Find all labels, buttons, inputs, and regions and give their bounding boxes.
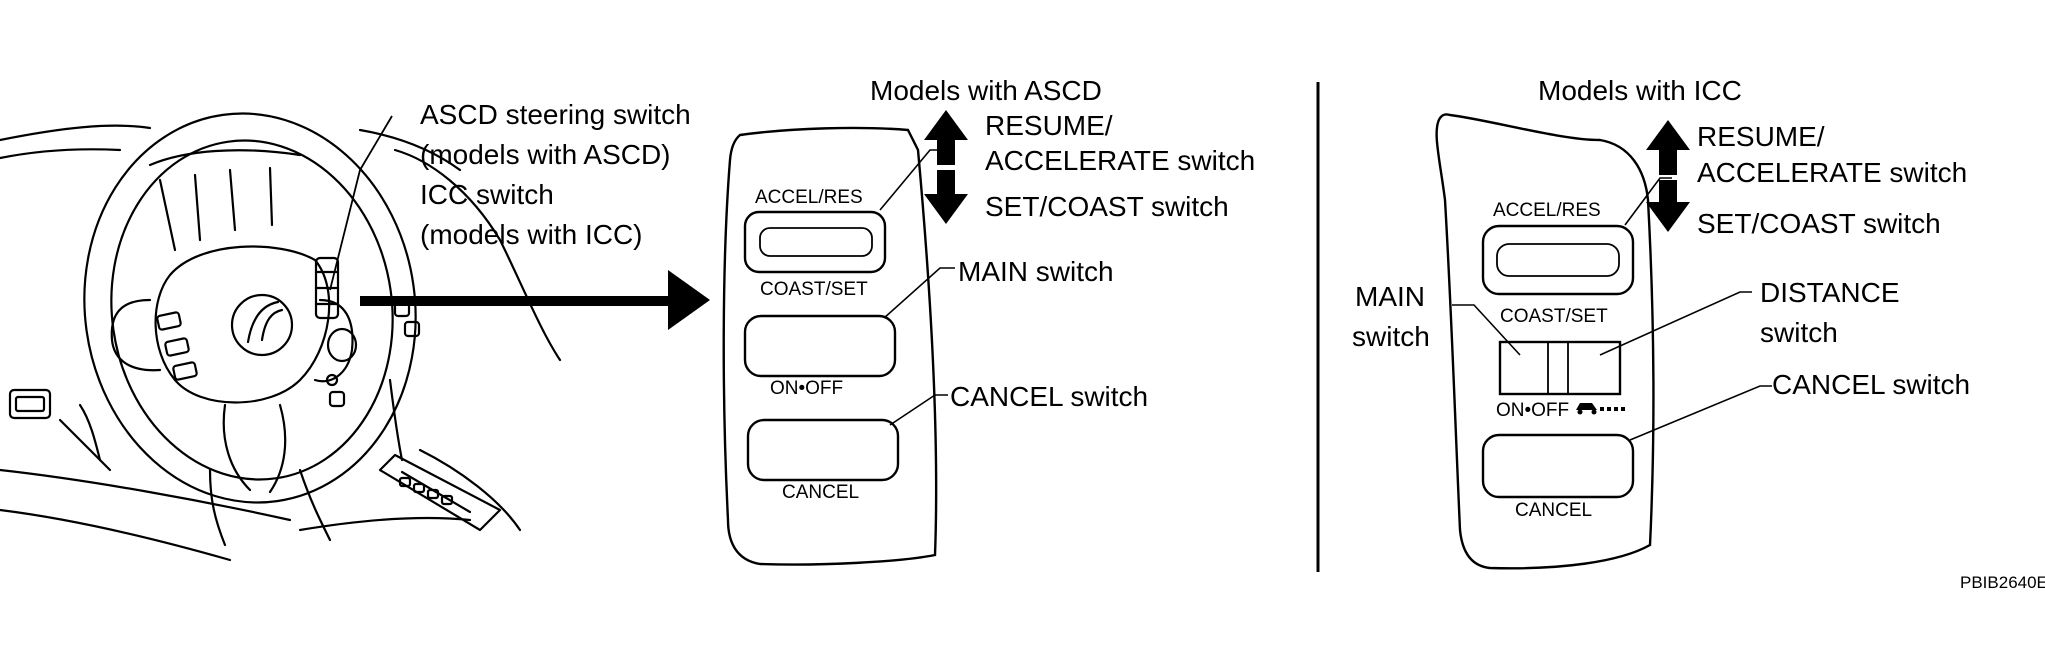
steering-callout-line-3: ICC switch bbox=[420, 179, 554, 210]
ascd-button-label-coast-set: COAST/SET bbox=[760, 279, 868, 300]
icc-button-label-coast-set: COAST/SET bbox=[1500, 306, 1608, 327]
icc-title: Models with ICC bbox=[1538, 75, 1742, 106]
icc-switch-housing bbox=[1435, 113, 1655, 570]
icc-main-line-2: switch bbox=[1352, 321, 1430, 352]
icc-button-label-accel-res: ACCEL/RES bbox=[1493, 200, 1601, 221]
icc-distance-line-2: switch bbox=[1760, 317, 1838, 348]
steering-callout: ASCD steering switch (models with ASCD) … bbox=[329, 99, 691, 291]
zoom-arrow bbox=[360, 270, 710, 330]
icc-button-label-on-off: ON•OFF bbox=[1496, 400, 1569, 421]
icc-resume-line-2: ACCELERATE switch bbox=[1697, 157, 1967, 188]
ascd-accel-res-button bbox=[743, 210, 887, 274]
icc-button-label-cancel: CANCEL bbox=[1515, 500, 1592, 521]
icc-down-arrow bbox=[1646, 180, 1690, 232]
figure-code: PBIB2640E bbox=[1960, 573, 2045, 592]
distance-car-icon bbox=[1576, 403, 1625, 415]
icc-accel-res-button bbox=[1481, 224, 1635, 296]
steering-callout-line-1: ASCD steering switch bbox=[420, 99, 691, 130]
ascd-main-label: MAIN switch bbox=[958, 256, 1114, 287]
ascd-panel: Models with ASCD ACCEL/RES COAST/SET ON•… bbox=[722, 75, 1255, 566]
icc-main-distance-switch bbox=[1498, 340, 1622, 396]
ascd-down-arrow bbox=[924, 170, 968, 224]
steering-callout-line-4: (models with ICC) bbox=[420, 219, 642, 250]
ascd-button-label-cancel: CANCEL bbox=[782, 482, 859, 503]
icc-set-coast-label: SET/COAST switch bbox=[1697, 208, 1941, 239]
icc-panel: Models with ICC ACCEL/RES COAST/SET ON•O… bbox=[1352, 75, 1970, 570]
steering-callout-line-2: (models with ASCD) bbox=[420, 139, 671, 170]
icc-up-arrow bbox=[1646, 120, 1690, 175]
ascd-resume-line-1: RESUME/ bbox=[985, 110, 1113, 141]
icc-cancel-button bbox=[1481, 433, 1635, 499]
ascd-switch-housing bbox=[722, 126, 938, 566]
ascd-main-button bbox=[743, 314, 897, 378]
ascd-cancel-button bbox=[746, 418, 900, 482]
ascd-resume-line-2: ACCELERATE switch bbox=[985, 145, 1255, 176]
ascd-cancel-label: CANCEL switch bbox=[950, 381, 1148, 412]
steering-wheel-illustration bbox=[0, 112, 562, 562]
ascd-button-label-on-off: ON•OFF bbox=[770, 378, 843, 399]
icc-distance-line-1: DISTANCE bbox=[1760, 277, 1900, 308]
icc-resume-line-1: RESUME/ bbox=[1697, 121, 1825, 152]
ascd-button-label-accel-res: ACCEL/RES bbox=[755, 187, 863, 208]
ascd-set-coast-label: SET/COAST switch bbox=[985, 191, 1229, 222]
icc-main-line-1: MAIN bbox=[1355, 281, 1425, 312]
ascd-title: Models with ASCD bbox=[870, 75, 1102, 106]
icc-cancel-label: CANCEL switch bbox=[1772, 369, 1970, 400]
ascd-up-arrow bbox=[924, 110, 968, 165]
